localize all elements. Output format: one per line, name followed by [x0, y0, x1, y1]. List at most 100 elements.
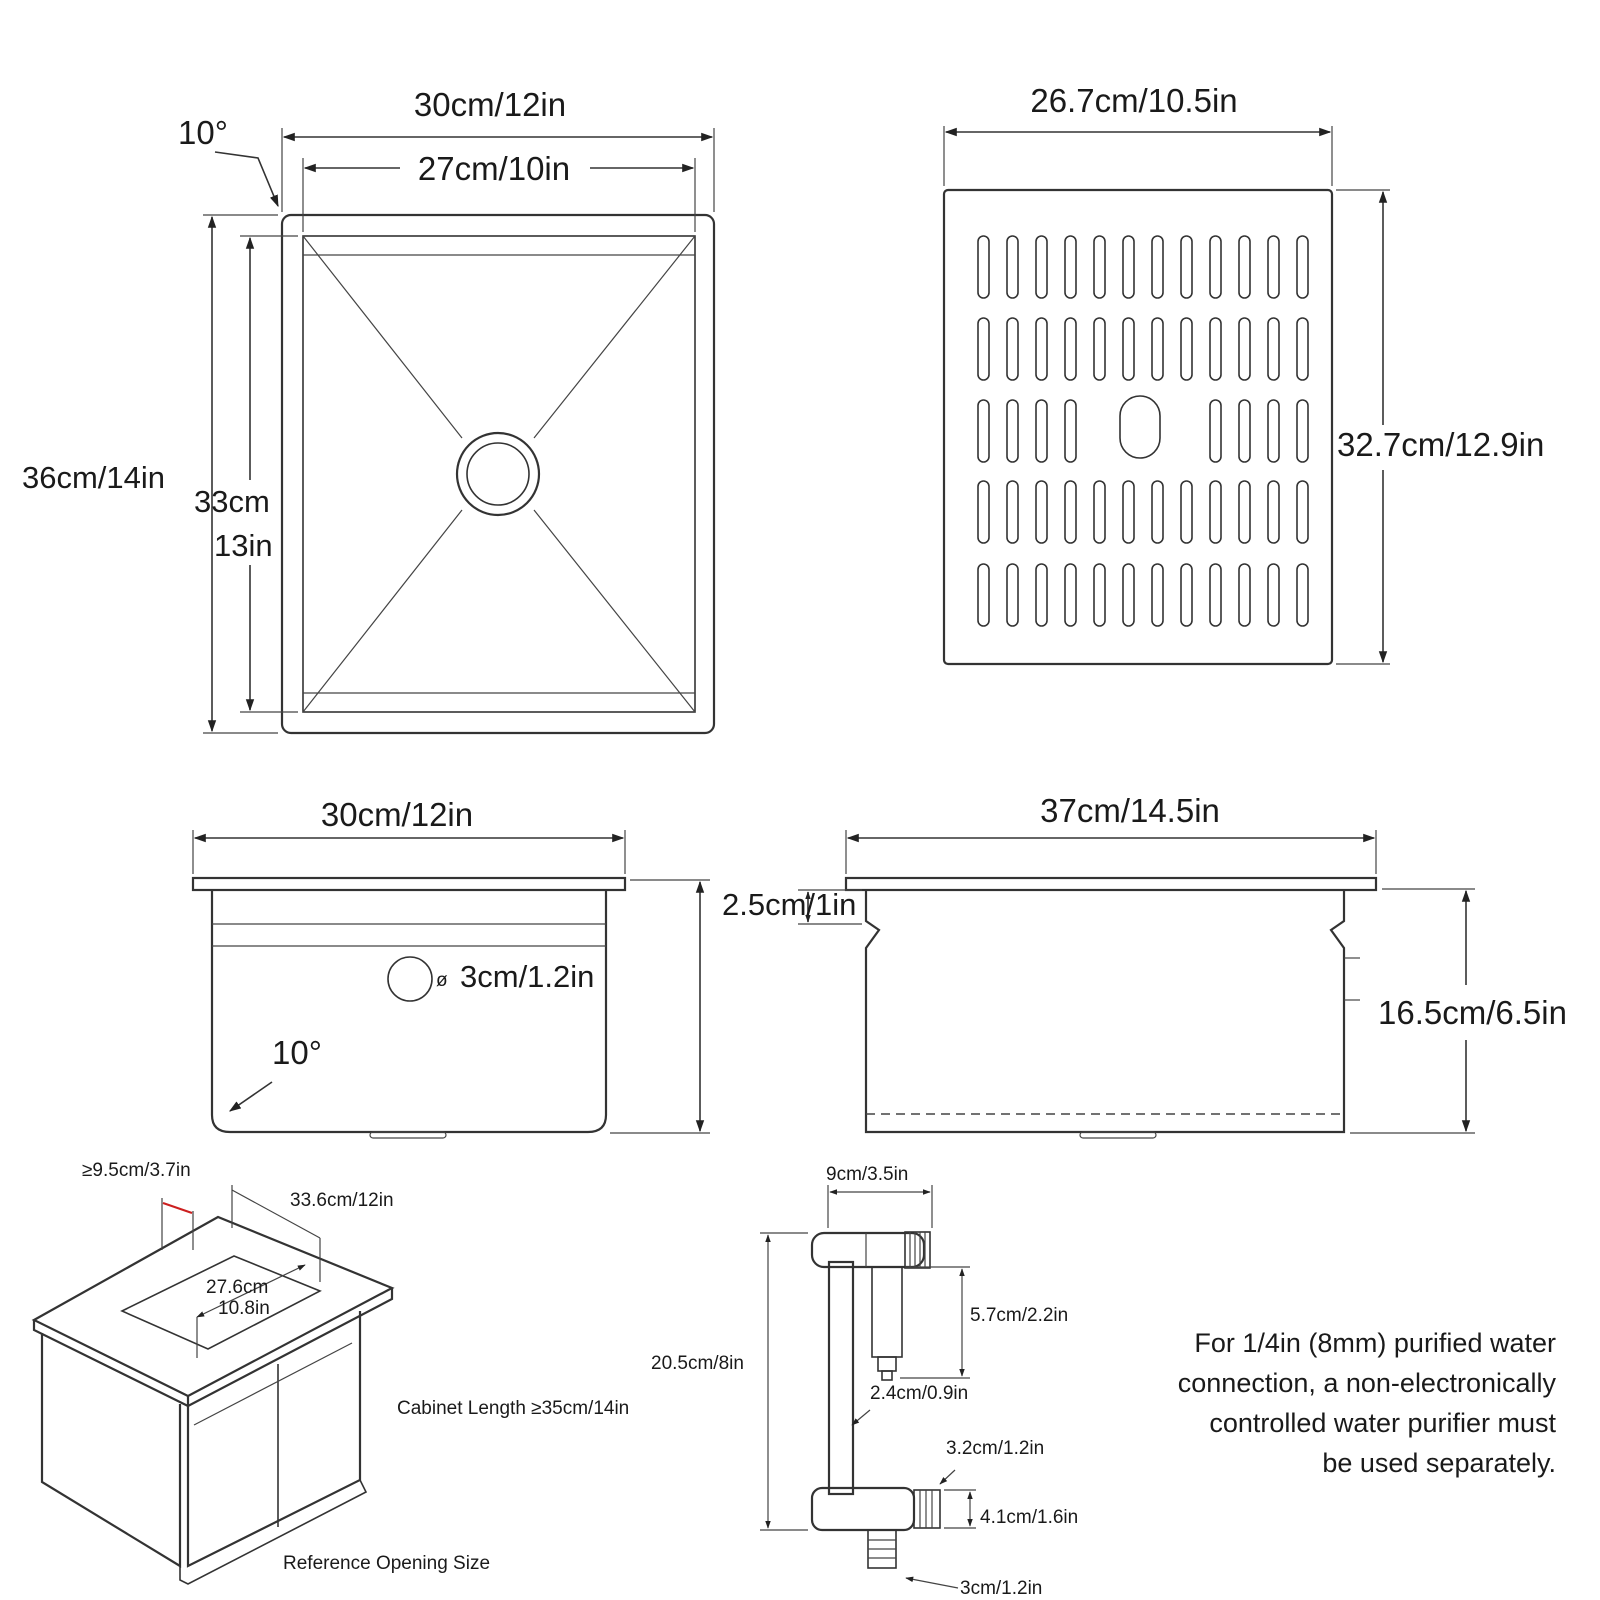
grid-drain-opening: [1119, 395, 1161, 459]
cabinet-opening-length-label: 33.6cm/12in: [290, 1190, 394, 1211]
grid-slot: [1093, 317, 1106, 381]
grid-slot: [1122, 563, 1135, 627]
faucet-base: [810, 1486, 916, 1532]
sink-basin-outline: [302, 235, 696, 713]
faucet-thread-label: 3cm/1.2in: [960, 1578, 1042, 1599]
grid-slot: [1035, 399, 1048, 463]
grid-slot: [1267, 563, 1280, 627]
drain-hole: [466, 442, 530, 506]
faucet-height-label: 20.5cm/8in: [651, 1353, 744, 1374]
grid-slot: [1238, 317, 1251, 381]
side-flange: [844, 876, 1378, 892]
grid-slot: [1296, 235, 1309, 299]
faucet-base-label: 4.1cm/1.6in: [980, 1507, 1078, 1528]
faucet-outlet-label: 3.2cm/1.2in: [946, 1438, 1044, 1459]
grid-slot: [1122, 235, 1135, 299]
grid-plate: [942, 188, 1334, 666]
grid-slot: [1267, 317, 1280, 381]
grid-slot: [1064, 235, 1077, 299]
grid-slot: [1296, 317, 1309, 381]
cabinet-opening-width-cm-label: 27.6cm: [206, 1277, 268, 1298]
cabinet-side: [40, 1333, 182, 1568]
grid-slot: [977, 563, 990, 627]
faucet-vertical-pipe: [827, 1260, 855, 1496]
faucet-width-label: 9cm/3.5in: [826, 1164, 908, 1185]
grid-slot: [1267, 235, 1280, 299]
grid-slot: [1006, 480, 1019, 544]
front-width-label: 30cm/12in: [321, 796, 473, 833]
grid-slots: [977, 235, 1309, 627]
grid-slot: [1296, 399, 1309, 463]
grid-length-label: 32.7cm/12.9in: [1337, 426, 1544, 463]
faucet-side-thread: [913, 1489, 941, 1529]
grid-slot: [1151, 563, 1164, 627]
front-flange: [191, 876, 627, 892]
top-angle-label: 10°: [178, 114, 228, 151]
grid-slot: [977, 317, 990, 381]
grid-slot: [1180, 563, 1193, 627]
grid-slot: [1180, 317, 1193, 381]
grid-slot: [1006, 235, 1019, 299]
grid-slot: [1006, 563, 1019, 627]
grid-slot: [977, 480, 990, 544]
countertop: [31, 1215, 395, 1398]
side-view: 37cm/14.5in 2.5cm/1in 16.5cm/6.5in: [722, 792, 1567, 1139]
note-line-3: controlled water purifier must: [1209, 1408, 1556, 1438]
top-outer-width-label: 30cm/12in: [414, 86, 566, 123]
note-line-2: connection, a non-electronically: [1178, 1368, 1557, 1398]
grid-slot: [1122, 317, 1135, 381]
faucet-top-thread: [904, 1231, 931, 1269]
grid-slot: [1180, 235, 1193, 299]
drain-outer-ring: [455, 431, 541, 517]
diameter-symbol: ø: [436, 970, 448, 991]
grid-slot: [1093, 480, 1106, 544]
top-view: 30cm/12in 27cm/10in 10° 36cm/14in 33cm 1…: [22, 86, 716, 735]
grid-slot: [1093, 235, 1106, 299]
faucet-pipe-label: 2.4cm/0.9in: [870, 1383, 968, 1404]
grid-slot: [1006, 399, 1019, 463]
grid-slot: [977, 399, 990, 463]
grid-slot: [1064, 399, 1077, 463]
top-outer-length-label: 36cm/14in: [22, 460, 165, 495]
top-inner-length-cm-label: 33cm: [194, 484, 270, 519]
faucet-nozzle: [871, 1266, 903, 1358]
side-rim-depth-label: 2.5cm/1in: [722, 887, 856, 922]
grid-slot: [1209, 480, 1222, 544]
grid-slot: [1238, 480, 1251, 544]
grid-slot: [1151, 480, 1164, 544]
cabinet-opening-width-in-label: 10.8in: [218, 1298, 270, 1319]
grid-slot: [1296, 563, 1309, 627]
grid-slot: [1209, 563, 1222, 627]
grid-slot: [1064, 480, 1077, 544]
front-view: 30cm/12in ø 3cm/1.2in 10°: [191, 796, 710, 1139]
top-inner-length-in-label: 13in: [214, 528, 273, 563]
front-hole-label: 3cm/1.2in: [460, 959, 594, 994]
grid-slot: [1035, 563, 1048, 627]
cabinet-gap-label: ≥9.5cm/3.7in: [82, 1160, 191, 1181]
grid-slot: [1151, 235, 1164, 299]
grid-slot: [1006, 317, 1019, 381]
grid-slot: [1151, 317, 1164, 381]
grid-slot: [1035, 317, 1048, 381]
cabinet-caption: Reference Opening Size: [283, 1553, 490, 1574]
side-depth-label: 16.5cm/6.5in: [1378, 994, 1567, 1031]
front-overflow-hole: [387, 956, 433, 1002]
grid-slot: [1209, 235, 1222, 299]
faucet-spout-label: 5.7cm/2.2in: [970, 1305, 1068, 1326]
top-inner-width-label: 27cm/10in: [418, 150, 570, 187]
faucet-spout-bar: [810, 1231, 926, 1269]
grid-slot: [1122, 480, 1135, 544]
front-bowl: [210, 890, 608, 1134]
grid-slot: [1238, 399, 1251, 463]
grid-slot: [1209, 399, 1222, 463]
grid-slot: [1209, 317, 1222, 381]
faucet-view: 9cm/3.5in 5.7cm/2.2in 20.5cm/8in 2.4cm/0…: [651, 1164, 1078, 1599]
grid-slot: [1035, 480, 1048, 544]
note-line-1: For 1/4in (8mm) purified water: [1194, 1328, 1556, 1358]
grid-slot: [1238, 235, 1251, 299]
grid-slot: [1035, 235, 1048, 299]
sink-outer-rim: [280, 213, 716, 735]
side-bowl: [864, 890, 1346, 1134]
grid-slot: [1267, 480, 1280, 544]
